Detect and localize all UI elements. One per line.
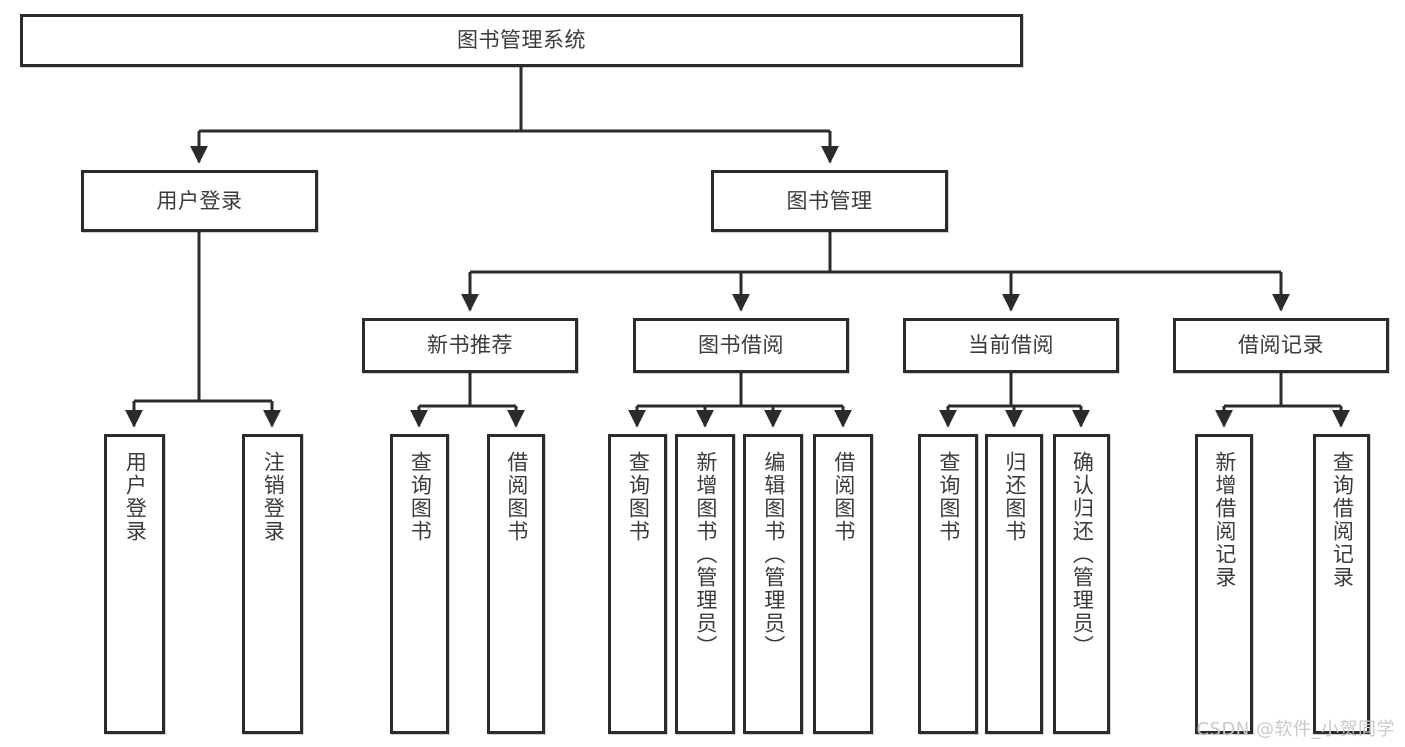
node-leaf-add-book[interactable]: 新增图书（管理员） (675, 434, 735, 734)
node-leaf-user-login-label: 用户登录 (123, 451, 148, 543)
node-current-borrow[interactable]: 当前借阅 (903, 318, 1119, 373)
node-borrow-record-label: 借阅记录 (1238, 333, 1324, 358)
node-leaf-query-book-cur[interactable]: 查询图书 (918, 434, 978, 734)
node-leaf-add-book-label: 新增图书（管理员） (693, 451, 718, 658)
node-leaf-edit-book[interactable]: 编辑图书（管理员） (743, 434, 803, 734)
node-current-borrow-label: 当前借阅 (968, 333, 1054, 358)
node-leaf-add-record-label: 新增借阅记录 (1212, 451, 1237, 589)
node-leaf-user-logout-label: 注销登录 (261, 451, 286, 543)
node-leaf-query-book[interactable]: 查询图书 (608, 434, 667, 734)
node-leaf-borrow-book[interactable]: 借阅图书 (813, 434, 873, 734)
node-root-label: 图书管理系统 (457, 28, 586, 53)
node-leaf-return-book-label: 归还图书 (1002, 451, 1027, 543)
node-root[interactable]: 图书管理系统 (20, 14, 1023, 67)
node-leaf-user-logout[interactable]: 注销登录 (242, 434, 303, 734)
node-leaf-confirm-return-label: 确认归还（管理员） (1070, 451, 1095, 658)
node-leaf-user-login[interactable]: 用户登录 (104, 434, 165, 734)
node-leaf-add-record[interactable]: 新增借阅记录 (1195, 434, 1253, 734)
node-leaf-borrow-book-label: 借阅图书 (831, 451, 856, 543)
node-leaf-query-book-label: 查询图书 (626, 451, 651, 543)
node-book-manage-group-label: 图书管理 (786, 188, 873, 213)
node-user-login-group-label: 用户登录 (156, 188, 243, 213)
node-new-book-recommend-label: 新书推荐 (427, 333, 513, 358)
node-borrow-record[interactable]: 借阅记录 (1173, 318, 1389, 373)
node-leaf-query-record[interactable]: 查询借阅记录 (1313, 434, 1370, 734)
node-leaf-query-book-cur-label: 查询图书 (936, 451, 961, 543)
node-leaf-borrow-book-rec-label: 借阅图书 (504, 451, 529, 543)
node-book-manage-group[interactable]: 图书管理 (711, 170, 948, 232)
node-leaf-query-book-rec[interactable]: 查询图书 (390, 434, 449, 734)
node-leaf-confirm-return[interactable]: 确认归还（管理员） (1053, 434, 1110, 734)
node-book-borrow-label: 图书借阅 (698, 333, 784, 358)
node-new-book-recommend[interactable]: 新书推荐 (362, 318, 578, 373)
node-leaf-borrow-book-rec[interactable]: 借阅图书 (487, 434, 545, 734)
node-leaf-edit-book-label: 编辑图书（管理员） (761, 451, 786, 658)
node-user-login-group[interactable]: 用户登录 (81, 170, 318, 232)
node-leaf-query-book-rec-label: 查询图书 (408, 451, 433, 543)
node-leaf-return-book[interactable]: 归还图书 (985, 434, 1043, 734)
node-leaf-query-record-label: 查询借阅记录 (1330, 451, 1355, 589)
node-book-borrow[interactable]: 图书借阅 (633, 318, 849, 373)
